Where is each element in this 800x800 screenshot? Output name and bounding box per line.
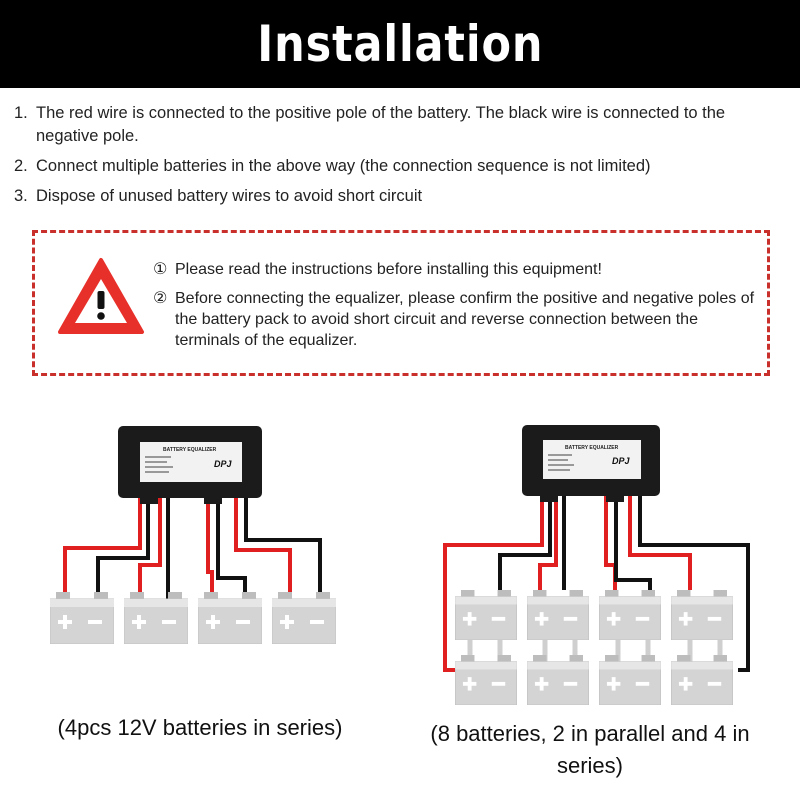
battery-equalizer: BATTERY EQUALIZER DPJ — [118, 426, 262, 504]
step-text: The red wire is connected to the positiv… — [36, 104, 726, 145]
header-bar: Installation — [0, 0, 800, 88]
battery — [599, 655, 661, 705]
parallel-series-diagram: BATTERY EQUALIZER DPJ — [443, 425, 750, 705]
wire-set — [63, 496, 322, 600]
battery — [50, 592, 114, 644]
step-text: Connect multiple batteries in the above … — [36, 157, 651, 175]
step-number: 2. — [14, 157, 28, 175]
brand-logo: DPJ — [612, 456, 631, 466]
battery — [527, 590, 589, 640]
instruction-list: 1. The red wire is connected to the posi… — [14, 102, 784, 215]
series-caption: (4pcs 12V batteries in series) — [57, 715, 343, 740]
battery — [124, 592, 188, 644]
step-number: 1. — [14, 104, 28, 122]
warning-line: ② Before connecting the equalizer, pleas… — [153, 288, 765, 351]
battery — [455, 590, 517, 640]
parallel-series-caption: (8 batteries, 2 in parallel and 4 in ser… — [430, 721, 750, 778]
warning-triangle-icon — [57, 257, 145, 340]
battery — [455, 655, 517, 705]
battery — [671, 590, 733, 640]
warning-line: ① Please read the instructions before in… — [153, 259, 765, 280]
instruction-step: 1. The red wire is connected to the posi… — [14, 102, 784, 148]
circled-number: ① — [153, 261, 168, 278]
battery — [671, 655, 733, 705]
instruction-step: 3. Dispose of unused battery wires to av… — [14, 185, 784, 208]
battery — [272, 592, 336, 644]
equalizer-label: BATTERY EQUALIZER — [565, 445, 619, 451]
warning-text: ① Please read the instructions before in… — [153, 259, 765, 359]
brand-logo: DPJ — [214, 459, 233, 469]
warning-box: ① Please read the instructions before in… — [32, 230, 770, 376]
circled-number: ② — [153, 290, 168, 307]
step-text: Dispose of unused battery wires to avoid… — [36, 187, 423, 205]
battery — [599, 590, 661, 640]
battery — [527, 655, 589, 705]
wire-set — [443, 494, 750, 672]
series-diagram: BATTERY EQUALIZER DPJ — [50, 426, 336, 644]
page-title: Installation — [256, 15, 544, 73]
instruction-step: 2. Connect multiple batteries in the abo… — [14, 155, 784, 178]
equalizer-label: BATTERY EQUALIZER — [163, 447, 217, 453]
step-number: 3. — [14, 187, 28, 205]
battery-equalizer: BATTERY EQUALIZER DPJ — [522, 425, 660, 502]
battery — [198, 592, 262, 644]
warning-line-text: Before connecting the equalizer, please … — [175, 290, 755, 349]
wiring-diagrams: BATTERY EQUALIZER DPJ — [50, 425, 750, 705]
warning-line-text: Please read the instructions before inst… — [175, 261, 602, 278]
